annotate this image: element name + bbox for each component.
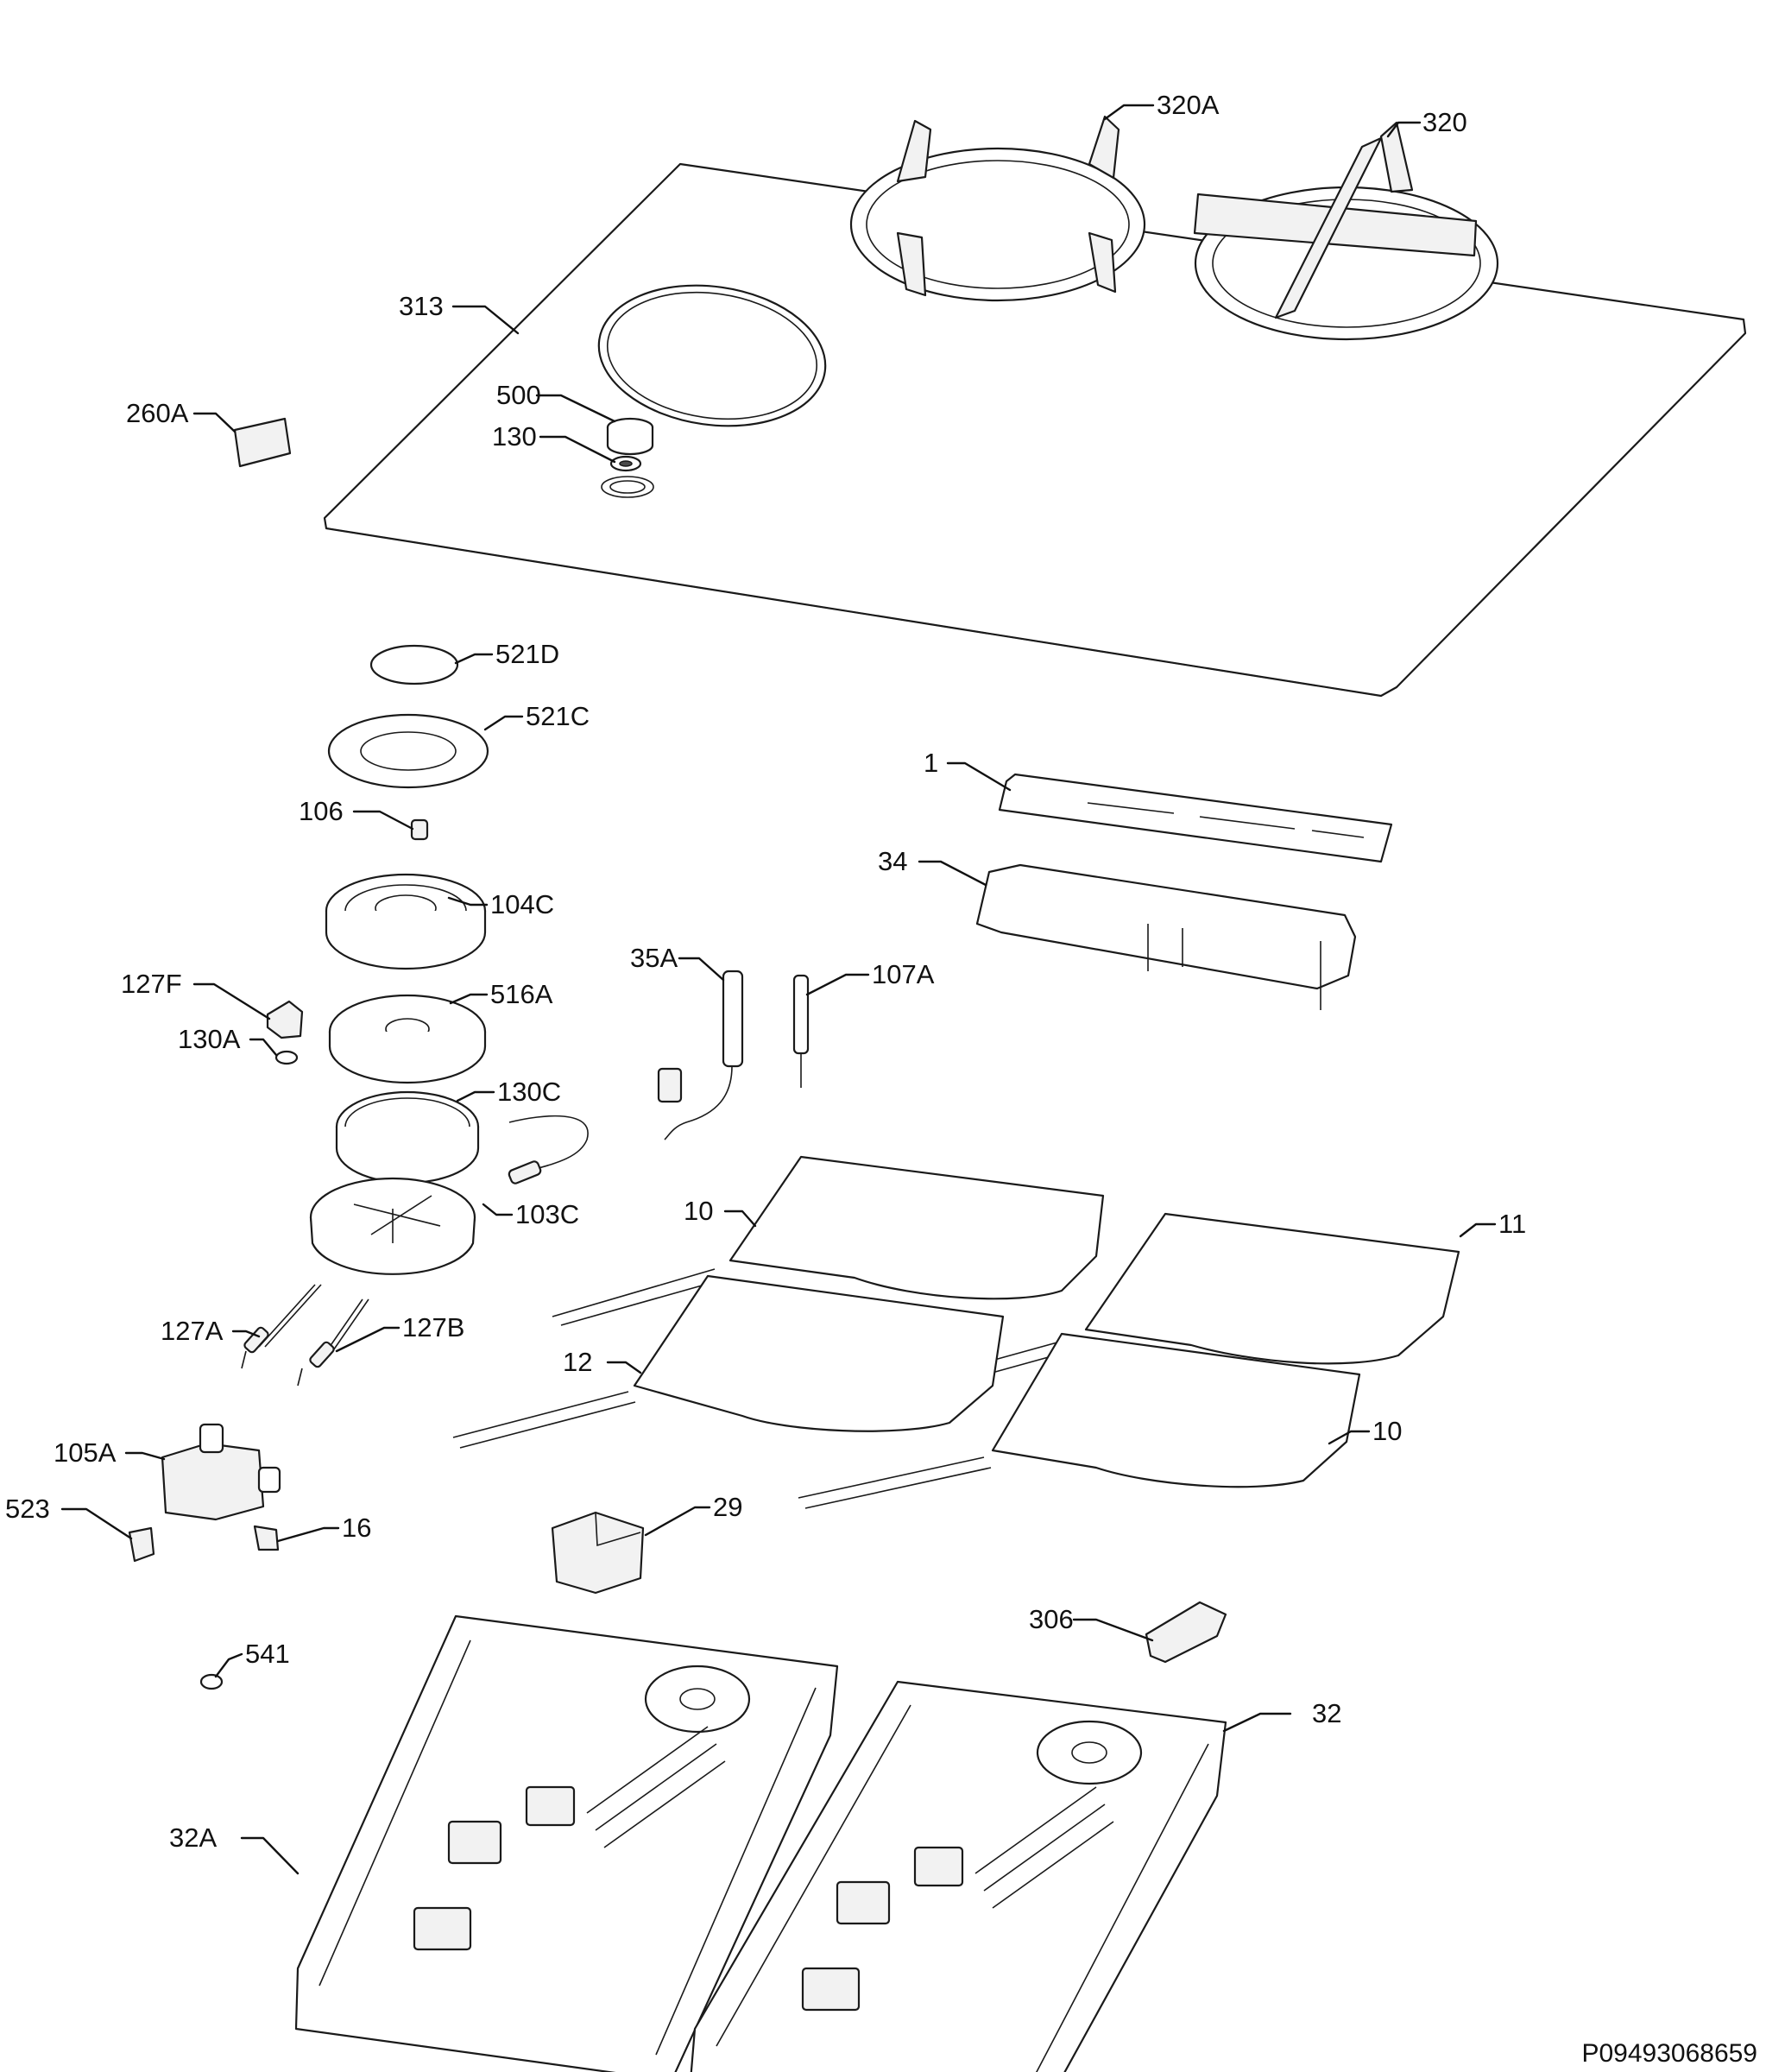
board-holder xyxy=(975,863,1357,1010)
label-516a: 516A xyxy=(490,979,553,1009)
clip-523 xyxy=(128,1526,155,1563)
label-521d: 521D xyxy=(495,639,559,669)
sensor-306 xyxy=(1145,1601,1227,1664)
induction-coil-10-front xyxy=(798,1332,1361,1509)
burner-head xyxy=(325,873,487,970)
reference-code: P09493068659 xyxy=(1581,2039,1757,2068)
label-16: 16 xyxy=(342,1513,371,1543)
power-module-32a xyxy=(294,1614,839,2072)
label-11: 11 xyxy=(1498,1209,1526,1239)
leader-lines xyxy=(60,104,1497,1875)
gas-valve-105a xyxy=(161,1423,281,1521)
label-105a: 105A xyxy=(54,1437,117,1468)
injector xyxy=(410,818,429,841)
label-32: 32 xyxy=(1312,1698,1341,1728)
label-127f: 127F xyxy=(121,969,182,999)
thermocouple-127b xyxy=(297,1298,369,1387)
label-130a: 130A xyxy=(178,1024,241,1054)
burner-ring-130c xyxy=(335,1090,589,1184)
label-320a: 320A xyxy=(1157,90,1220,120)
induction-coil-12 xyxy=(452,1274,1005,1449)
label-29: 29 xyxy=(713,1492,742,1522)
thermocouple-127a xyxy=(241,1284,322,1369)
knob-seal xyxy=(609,455,642,472)
label-10-top: 10 xyxy=(684,1196,713,1226)
label-541: 541 xyxy=(245,1639,290,1669)
induction-coil-10-rear xyxy=(552,1155,1105,1326)
relay-29 xyxy=(551,1511,645,1595)
bracket-260a xyxy=(233,417,292,468)
label-10-bottom: 10 xyxy=(1372,1416,1402,1446)
pan-support-cross xyxy=(1193,121,1499,341)
label-500: 500 xyxy=(496,380,541,410)
burner-cap-ring xyxy=(327,713,489,789)
clip-16 xyxy=(253,1525,280,1551)
label-313: 313 xyxy=(399,291,444,321)
label-106: 106 xyxy=(299,796,344,826)
elbow-127f xyxy=(266,1000,304,1065)
label-306: 306 xyxy=(1029,1604,1074,1634)
label-12: 12 xyxy=(563,1347,592,1377)
pan-support-round xyxy=(849,115,1146,302)
burner-body-103c xyxy=(309,1177,476,1275)
label-130c: 130C xyxy=(497,1077,561,1107)
seal-541 xyxy=(199,1673,224,1690)
label-34: 34 xyxy=(878,846,907,876)
burner-plate xyxy=(328,994,487,1084)
label-104c: 104C xyxy=(490,889,554,919)
label-32a: 32A xyxy=(169,1822,217,1853)
label-1: 1 xyxy=(924,748,938,778)
label-130: 130 xyxy=(492,421,537,452)
thermocouple-107a xyxy=(792,974,810,1088)
burner-cap-small xyxy=(369,644,459,685)
power-module-32 xyxy=(690,1680,1227,2072)
control-board xyxy=(998,773,1393,863)
label-103c: 103C xyxy=(515,1199,579,1229)
control-knob xyxy=(606,417,654,456)
part-labels: 320A 320 313 260A 500 130 521D 521C 106 … xyxy=(5,90,1526,1853)
label-35a: 35A xyxy=(630,943,678,973)
spark-electrode-35a xyxy=(657,970,744,1140)
label-521c: 521C xyxy=(526,701,590,731)
label-107a: 107A xyxy=(872,959,935,989)
label-127a: 127A xyxy=(161,1316,224,1346)
label-523: 523 xyxy=(5,1494,50,1524)
label-260a: 260A xyxy=(126,398,189,428)
label-320: 320 xyxy=(1422,107,1467,137)
label-127b: 127B xyxy=(402,1312,464,1342)
